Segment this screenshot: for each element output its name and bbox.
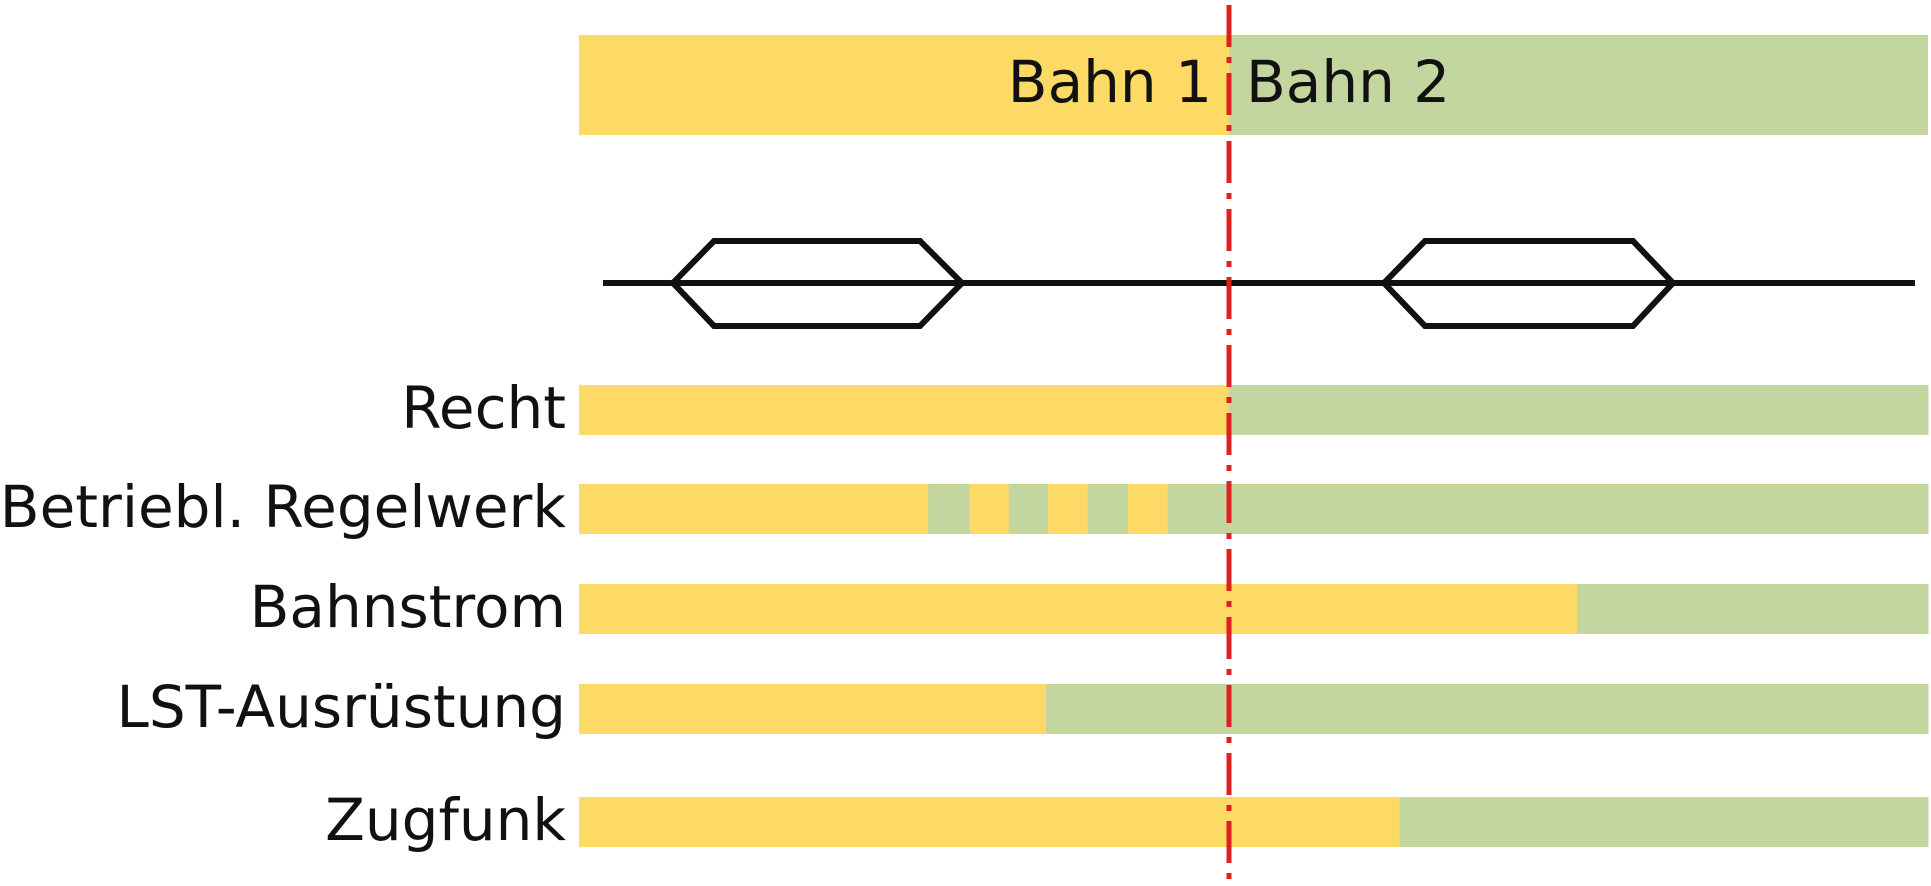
segment-bahn2	[1399, 797, 1929, 847]
row-label: Zugfunk	[325, 786, 566, 854]
segment-bahn1	[579, 385, 1230, 435]
row-betriebl-regelwerk: Betriebl. Regelwerk	[0, 473, 1929, 541]
segment-bahn1	[579, 484, 929, 534]
ownership-header: Bahn 1 Bahn 2	[579, 35, 1928, 135]
bahn1-header-band	[579, 35, 1229, 135]
row-label: Betriebl. Regelwerk	[0, 473, 566, 541]
row-label: LST-Ausrüstung	[117, 673, 566, 741]
segment-bahn1	[1128, 484, 1169, 534]
segment-bahn2	[1087, 484, 1129, 534]
passing-loop-1	[668, 238, 967, 329]
bahn2-label: Bahn 2	[1246, 48, 1450, 116]
segment-bahn1	[969, 484, 1010, 534]
row-label: Recht	[401, 374, 566, 442]
segment-bahn2	[1228, 385, 1929, 435]
row-bahnstrom: Bahnstrom	[250, 573, 1929, 641]
segment-bahn2	[1046, 684, 1929, 734]
bahn1-label: Bahn 1	[1008, 48, 1212, 116]
segment-bahn2	[928, 484, 971, 534]
segment-bahn1	[579, 684, 1047, 734]
row-recht: Recht	[401, 374, 1929, 442]
track-schematic	[603, 238, 1915, 329]
segment-bahn1	[1048, 484, 1089, 534]
bahn2-header-band	[1229, 35, 1928, 135]
row-label: Bahnstrom	[250, 573, 566, 641]
row-zugfunk: Zugfunk	[325, 786, 1929, 854]
segment-bahn1	[579, 584, 1578, 634]
row-lst-ausrüstung: LST-Ausrüstung	[117, 673, 1929, 741]
segment-bahn2	[1577, 584, 1929, 634]
passing-loop-2	[1379, 238, 1678, 329]
segment-bahn2	[1167, 484, 1929, 534]
segment-bahn2	[1008, 484, 1049, 534]
segment-bahn1	[579, 797, 1401, 847]
